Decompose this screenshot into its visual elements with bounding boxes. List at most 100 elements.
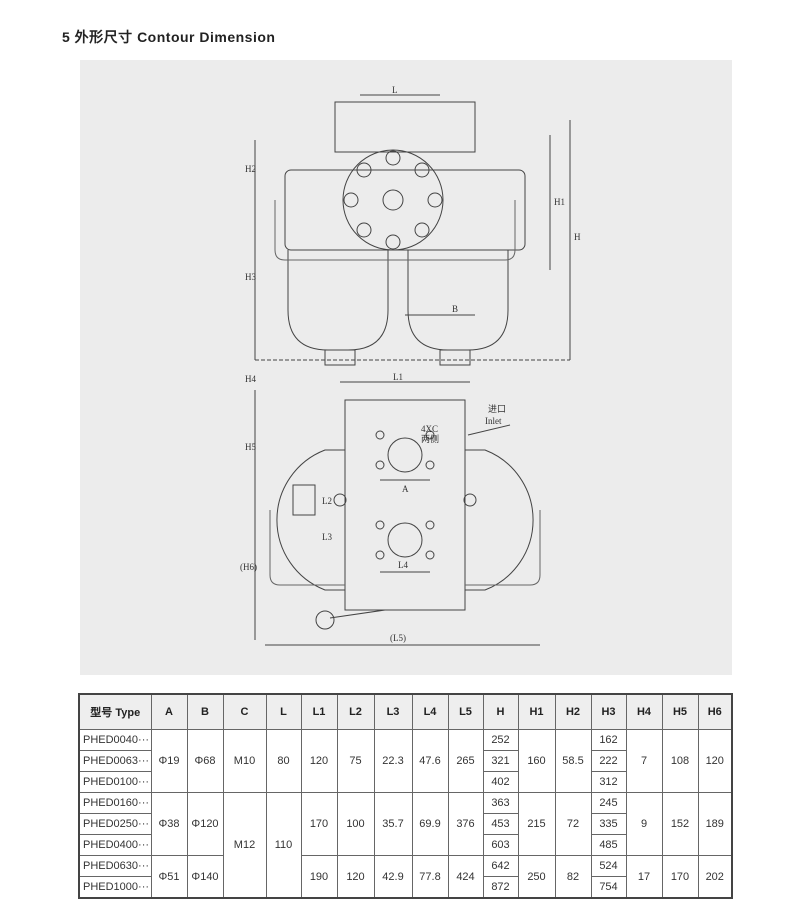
l-cell: 110 bbox=[265, 792, 302, 899]
h1-cell: 215 bbox=[517, 792, 556, 856]
h5-cell: 152 bbox=[661, 792, 699, 856]
table-row: PHED0400··· 603 485 bbox=[78, 834, 732, 856]
l4-cell: 77.8 bbox=[411, 855, 449, 899]
h3-cell: 485 bbox=[590, 834, 627, 856]
l-cell: 80 bbox=[265, 729, 302, 793]
h-cell: 453 bbox=[482, 813, 519, 835]
header-row: 型号 Type A B C L L1 L2 L3 L4 L5 H H1 H2 H… bbox=[78, 693, 733, 730]
label-L: L bbox=[392, 85, 398, 95]
l1-cell: 120 bbox=[300, 729, 338, 793]
header-a: A bbox=[150, 693, 188, 730]
header-l4: L4 bbox=[411, 693, 449, 730]
h4-cell: 7 bbox=[625, 729, 663, 793]
h4-cell: 9 bbox=[625, 792, 663, 856]
header-h: H bbox=[482, 693, 519, 730]
type-cell: PHED0100··· bbox=[78, 771, 152, 793]
label-B: B bbox=[452, 304, 458, 314]
l3-cell: 42.9 bbox=[373, 855, 413, 899]
table-row: PHED1000··· 872 754 bbox=[78, 876, 732, 899]
header-l2: L2 bbox=[336, 693, 375, 730]
l1-cell: 170 bbox=[300, 792, 338, 856]
c-cell: M12 bbox=[222, 792, 267, 899]
header-h5: H5 bbox=[661, 693, 699, 730]
l2-cell: 75 bbox=[336, 729, 375, 793]
dimension-drawing-svg: L H2 H1 H H3 B H4 L1 H5 进口 Inlet 4XC 两侧 … bbox=[240, 85, 581, 646]
label-H: H bbox=[574, 232, 581, 242]
label-inlet-en: Inlet bbox=[485, 416, 502, 426]
h2-cell: 72 bbox=[554, 792, 592, 856]
h3-cell: 335 bbox=[590, 813, 627, 835]
b-cell: Φ68 bbox=[186, 729, 224, 793]
a-cell: Φ38 bbox=[150, 792, 188, 856]
label-H2: H2 bbox=[245, 164, 256, 174]
h2-cell: 82 bbox=[554, 855, 592, 899]
l5-cell: 424 bbox=[447, 855, 484, 899]
header-l1: L1 bbox=[300, 693, 338, 730]
l4-cell: 69.9 bbox=[411, 792, 449, 856]
label-L1: L1 bbox=[393, 372, 403, 382]
table-row: PHED0630··· Φ51 Φ140 190 120 42.9 77.8 4… bbox=[78, 855, 733, 899]
h3-cell: 222 bbox=[590, 750, 627, 772]
type-cell: PHED0040··· bbox=[78, 729, 152, 751]
label-H6: (H6) bbox=[240, 562, 257, 572]
table-row: PHED0040··· Φ19 Φ68 M10 80 120 75 22.3 4… bbox=[78, 729, 733, 793]
label-L4: L4 bbox=[398, 560, 408, 570]
label-L3: L3 bbox=[322, 532, 332, 542]
label-holes-cn: 两侧 bbox=[421, 433, 439, 444]
l2-cell: 100 bbox=[336, 792, 375, 856]
label-H3: H3 bbox=[245, 272, 256, 282]
header-h4: H4 bbox=[625, 693, 663, 730]
h-cell: 363 bbox=[482, 792, 519, 814]
c-cell: M10 bbox=[222, 729, 267, 793]
h6-cell: 189 bbox=[697, 792, 733, 856]
h3-cell: 754 bbox=[590, 876, 627, 899]
section-title: 5 外形尺寸 Contour Dimension bbox=[62, 29, 276, 45]
h-cell: 603 bbox=[482, 834, 519, 856]
label-H1: H1 bbox=[554, 197, 565, 207]
h3-cell: 312 bbox=[590, 771, 627, 793]
b-cell: Φ140 bbox=[186, 855, 224, 899]
front-view bbox=[254, 94, 571, 383]
h-cell: 872 bbox=[482, 876, 519, 899]
header-h3: H3 bbox=[590, 693, 627, 730]
label-H5: H5 bbox=[245, 442, 256, 452]
header-c: C bbox=[222, 693, 267, 730]
l3-cell: 22.3 bbox=[373, 729, 413, 793]
contour-drawing: L H2 H1 H H3 B H4 L1 H5 进口 Inlet 4XC 两侧 … bbox=[80, 60, 732, 675]
h5-cell: 108 bbox=[661, 729, 699, 793]
header-l: L bbox=[265, 693, 302, 730]
a-cell: Φ51 bbox=[150, 855, 188, 899]
header-l3: L3 bbox=[373, 693, 413, 730]
table-row: PHED0160··· Φ38 Φ120 M12 110 170 100 35.… bbox=[78, 792, 733, 899]
label-L5: (L5) bbox=[390, 633, 406, 643]
type-cell: PHED0630··· bbox=[78, 855, 152, 877]
h-cell: 402 bbox=[482, 771, 519, 793]
label-inlet-cn: 进口 bbox=[488, 404, 506, 414]
h3-cell: 245 bbox=[590, 792, 627, 814]
h4-cell: 17 bbox=[625, 855, 663, 899]
h6-cell: 120 bbox=[697, 729, 733, 793]
header-b: B bbox=[186, 693, 224, 730]
label-A: A bbox=[402, 484, 409, 494]
h-cell: 642 bbox=[482, 855, 519, 877]
l2-cell: 120 bbox=[336, 855, 375, 899]
label-H4: H4 bbox=[245, 374, 256, 384]
l1-cell: 190 bbox=[300, 855, 338, 899]
label-holes: 4XC bbox=[421, 424, 438, 434]
h1-cell: 250 bbox=[517, 855, 556, 899]
type-cell: PHED1000··· bbox=[78, 876, 152, 899]
type-cell: PHED0160··· bbox=[78, 792, 152, 814]
l3-cell: 35.7 bbox=[373, 792, 413, 856]
h2-cell: 58.5 bbox=[554, 729, 592, 793]
type-cell: PHED0400··· bbox=[78, 834, 152, 856]
header-h6: H6 bbox=[697, 693, 733, 730]
dimension-table: 型号 Type A B C L L1 L2 L3 L4 L5 H H1 H2 H… bbox=[78, 693, 733, 899]
h5-cell: 170 bbox=[661, 855, 699, 899]
h-cell: 252 bbox=[482, 729, 519, 751]
table-row: PHED0250··· 453 335 bbox=[78, 813, 732, 835]
header-h1: H1 bbox=[517, 693, 556, 730]
header-l5: L5 bbox=[447, 693, 484, 730]
l5-cell: 265 bbox=[447, 729, 484, 793]
h1-cell: 160 bbox=[517, 729, 556, 793]
table-row: PHED0063··· 321 222 bbox=[78, 750, 732, 772]
